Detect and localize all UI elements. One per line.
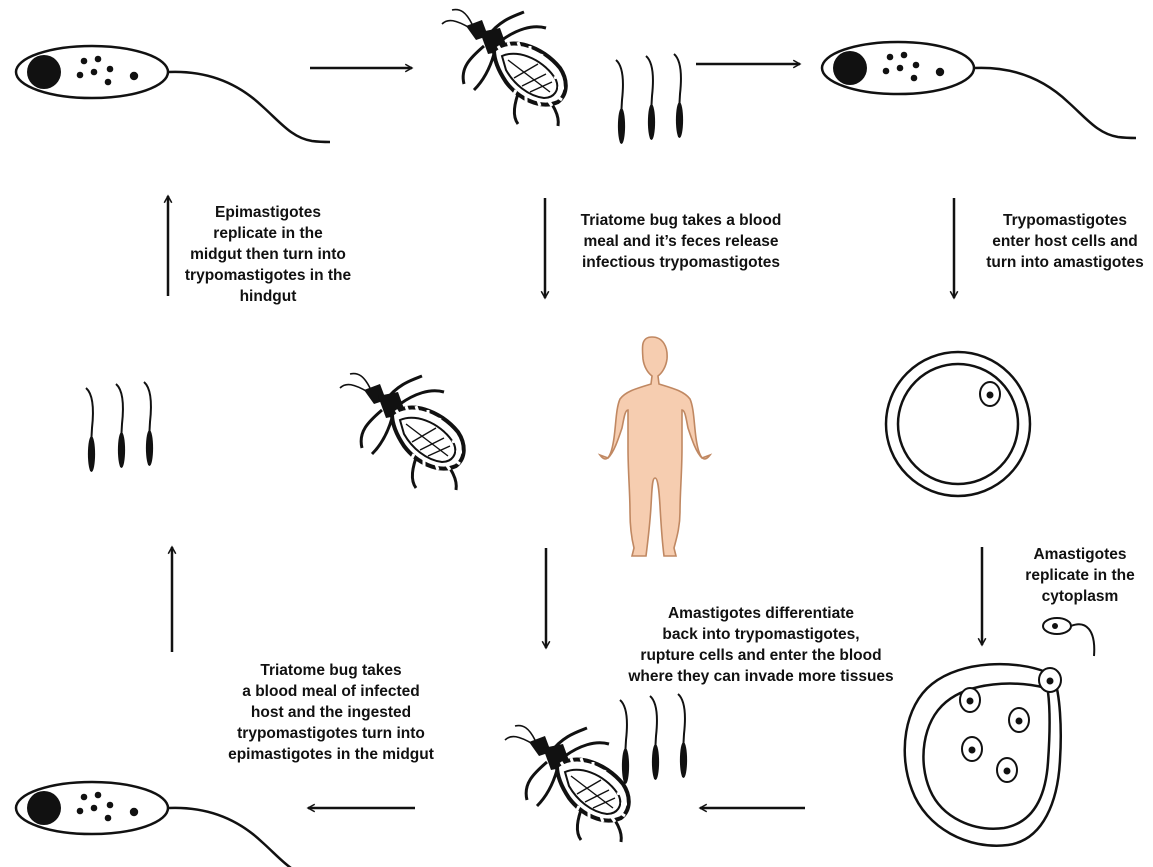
epimastigote-top-left [16, 46, 330, 142]
host-cell-multiple-amastigotes [905, 664, 1061, 846]
label-trypomastigotes-enter-cells: Trypomastigotes enter host cells and tur… [975, 210, 1153, 273]
human-host-figure [600, 337, 710, 556]
label-epimastigotes-replicate: Epimastigotes replicate in the midgut th… [168, 202, 368, 307]
trypomastigotes-left [86, 382, 153, 472]
triatome-bug-middle [340, 374, 464, 490]
label-amastigotes-differentiate: Amastigotes differentiate back into tryp… [606, 603, 916, 687]
triatome-bug-top [442, 10, 566, 126]
free-amastigote [1043, 618, 1094, 656]
host-cell-single-amastigote [886, 352, 1030, 496]
trypomastigotes-top [616, 54, 683, 144]
label-amastigotes-replicate: Amastigotes replicate in the cytoplasm [1007, 544, 1153, 607]
epimastigote-top-right [822, 42, 1136, 138]
epimastigote-bottom-left [16, 782, 330, 867]
label-triatome-blood-meal: Triatome bug takes a blood meal and it’s… [556, 210, 806, 273]
triatome-bug-bottom [505, 726, 629, 842]
trypomastigotes-bottom [620, 694, 687, 784]
label-triatome-infected-host: Triatome bug takes a blood meal of infec… [196, 660, 466, 765]
